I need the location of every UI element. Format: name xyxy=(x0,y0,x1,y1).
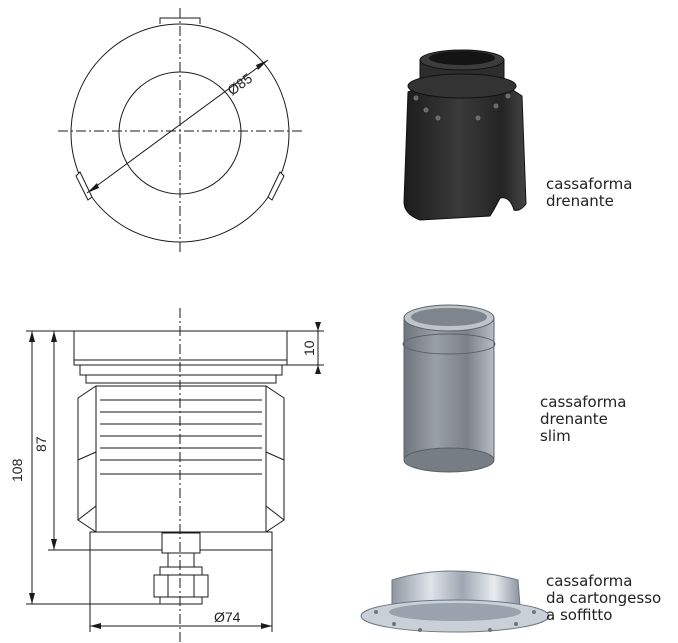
left-clip xyxy=(75,171,93,201)
formwork-slim-image xyxy=(402,304,496,473)
dim-87-label: 87 xyxy=(33,436,49,452)
top-diameter-label: Ø85 xyxy=(224,70,255,99)
caption-drainage-slim: cassaforma drenante slim xyxy=(540,393,627,445)
dim-108-label: 108 xyxy=(9,458,25,482)
formwork-drainage-image xyxy=(403,49,527,221)
caption-ceiling: cassaforma da cartongesso a soffitto xyxy=(546,572,662,624)
right-clip xyxy=(267,171,285,201)
dim-10-label: 10 xyxy=(301,340,317,356)
caption-drainage: cassaforma drenante xyxy=(546,175,633,210)
diameter-line xyxy=(86,59,269,194)
dim-74-label: Ø74 xyxy=(214,609,241,625)
cable-gland xyxy=(161,532,201,554)
formwork-ceiling-image xyxy=(360,570,550,633)
main-body xyxy=(77,385,285,533)
top-view xyxy=(58,8,302,255)
side-view xyxy=(26,308,324,643)
